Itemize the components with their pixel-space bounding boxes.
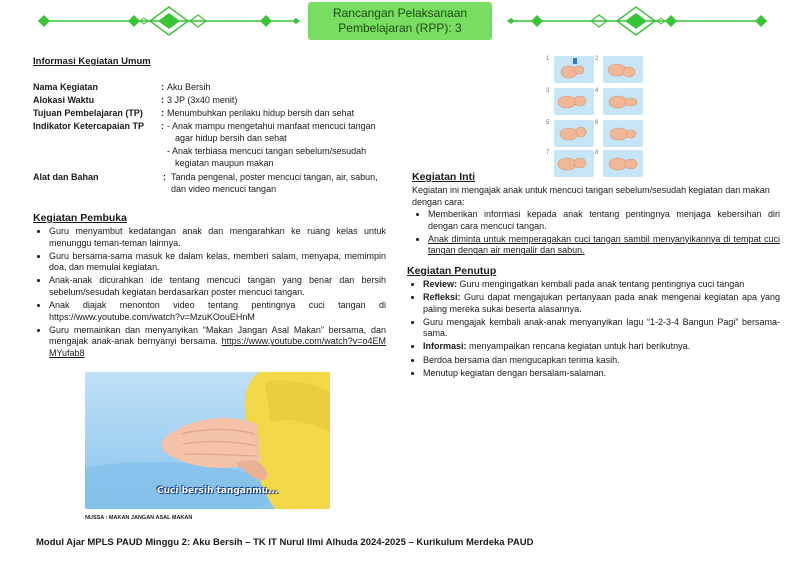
info-value: dan video mencuci tangan: [171, 184, 277, 194]
penutup-heading: Kegiatan Penutup: [407, 265, 497, 277]
inti-list: Memberikan informasi kepada anak tentang…: [412, 209, 780, 257]
list-item-text: menyampaikan rencana kegiatan untuk hari…: [466, 341, 691, 352]
review-label: Review:: [423, 279, 458, 289]
header-ornament-left: [38, 6, 300, 36]
list-item: Review: Guru mengingatkan kembali pada a…: [423, 279, 780, 291]
inti-heading: Kegiatan Inti: [412, 171, 476, 183]
info-row-tujuan: Tujuan Pembelajaran (TP) : Menumbuhkan p…: [33, 108, 355, 118]
list-item-text: Guru memainkan dan menyanyikan “Makan Ja…: [49, 324, 386, 347]
inti-intro: Kegiatan ini mengajak anak untuk mencuci…: [412, 185, 770, 207]
info-value: kegiatan maupun makan: [175, 158, 274, 168]
step-number: 8: [595, 150, 599, 156]
penutup-list: Review: Guru mengingatkan kembali pada a…: [407, 279, 780, 379]
list-item: Anak-anak dicurahkan ide tentang mencuci…: [49, 275, 386, 298]
list-item-text: Guru dapat mengajukan pertanyaan pada an…: [423, 292, 780, 314]
info-label: Alokasi Waktu: [33, 95, 95, 105]
info-value: - Anak mampu mengetahui manfaat mencuci …: [167, 121, 376, 131]
pembuka-list: Guru menyambut kedatangan anak dan menga…: [33, 226, 386, 360]
info-heading: Informasi Kegiatan Umum: [33, 56, 151, 67]
info-value: 3 JP (3x40 menit): [167, 95, 238, 105]
info-label: Indikator Ketercapaian TP: [33, 121, 145, 131]
info-row-alokasi: Alokasi Waktu : 3 JP (3x40 menit): [33, 95, 238, 105]
list-item: Anak diajak menonton video tentang penti…: [49, 300, 386, 323]
pembuka-heading: Kegiatan Pembuka: [33, 212, 127, 224]
info-row-indikator: Indikator Ketercapaian TP : - Anak mampu…: [33, 121, 376, 168]
header-ornament-right: [507, 6, 767, 36]
video-illustration: [85, 372, 330, 509]
step-number: 5: [546, 120, 550, 126]
info-label: Tujuan Pembelajaran (TP): [33, 108, 143, 118]
list-item: Guru bersama-sama masuk ke dalam kelas, …: [49, 251, 386, 274]
youtube-link[interactable]: https://www.youtube.com/watch?v=o4EMMYuf…: [49, 336, 386, 358]
list-item: Berdoa bersama dan mengucapkan terima ka…: [423, 355, 780, 367]
list-item-text: Anak diminta untuk memperagakan cuci tan…: [428, 233, 780, 256]
info-value: Aku Bersih: [167, 82, 211, 92]
info-value: - Anak terbiasa mencuci tangan sebelum/s…: [167, 146, 367, 156]
list-item: Guru menyambut kedatangan anak dan menga…: [49, 226, 386, 249]
video-caption: NUSSA : MAKAN JANGAN ASAL MAKAN: [85, 515, 193, 521]
list-item-text: Guru mengingatkan kembali pada anak tent…: [457, 279, 745, 289]
list-item: Informasi: menyampaikan rencana kegiatan…: [423, 341, 780, 353]
list-item: Menutup kegiatan dengan bersalam-salaman…: [423, 368, 780, 380]
document-title-line1: Rancangan Pelaksanaan: [332, 6, 468, 20]
list-item: Guru memainkan dan menyanyikan “Makan Ja…: [49, 325, 386, 360]
step-number: 6: [595, 120, 599, 126]
step-number: 1: [546, 56, 550, 62]
inti-list-wrap: Memberikan informasi kepada anak tentang…: [412, 209, 780, 258]
refleksi-label: Refleksi:: [423, 292, 461, 303]
pembuka-list-wrap: Guru menyambut kedatangan anak dan menga…: [33, 226, 386, 361]
step-number: 3: [546, 88, 550, 94]
info-value: Menumbuhkan perilaku hidup bersih dan se…: [167, 108, 355, 118]
info-value: Tanda pengenal, poster mencuci tangan, a…: [171, 172, 378, 182]
document-title: Rancangan Pelaksanaan Pembelajaran (RPP)…: [308, 2, 492, 40]
document-title-line2: Pembelajaran (RPP): 3: [338, 21, 462, 35]
list-item: Guru mengajak kembali anak-anak menyanyi…: [423, 317, 780, 340]
step-number: 2: [595, 56, 599, 62]
info-row-alat: Alat dan Bahan : Tanda pengenal, poster …: [33, 172, 378, 194]
handwashing-steps-poster: 1 2 3 4 5 6 7 8: [545, 56, 645, 180]
info-row-nama: Nama Kegiatan : Aku Bersih: [33, 82, 211, 92]
hands-illustration: [557, 58, 638, 171]
video-overlay-text: Cuci bersih tanganmu...: [157, 486, 279, 496]
list-item: Refleksi: Guru dapat mengajukan pertanya…: [423, 292, 780, 315]
video-thumbnail[interactable]: Cuci bersih tanganmu...: [85, 372, 330, 509]
info-value: agar hidup bersih dan sehat: [175, 133, 287, 143]
info-label: Alat dan Bahan: [33, 172, 99, 182]
info-label: Nama Kegiatan: [33, 82, 99, 92]
list-item: Anak diminta untuk memperagakan cuci tan…: [428, 234, 780, 257]
step-number: 7: [546, 150, 550, 156]
step-number: 4: [595, 88, 599, 94]
footer-text: Modul Ajar MPLS PAUD Minggu 2: Aku Bersi…: [36, 537, 534, 548]
list-item: Memberikan informasi kepada anak tentang…: [428, 209, 780, 232]
penutup-list-wrap: Review: Guru mengingatkan kembali pada a…: [407, 279, 780, 381]
informasi-label: Informasi:: [423, 341, 467, 352]
